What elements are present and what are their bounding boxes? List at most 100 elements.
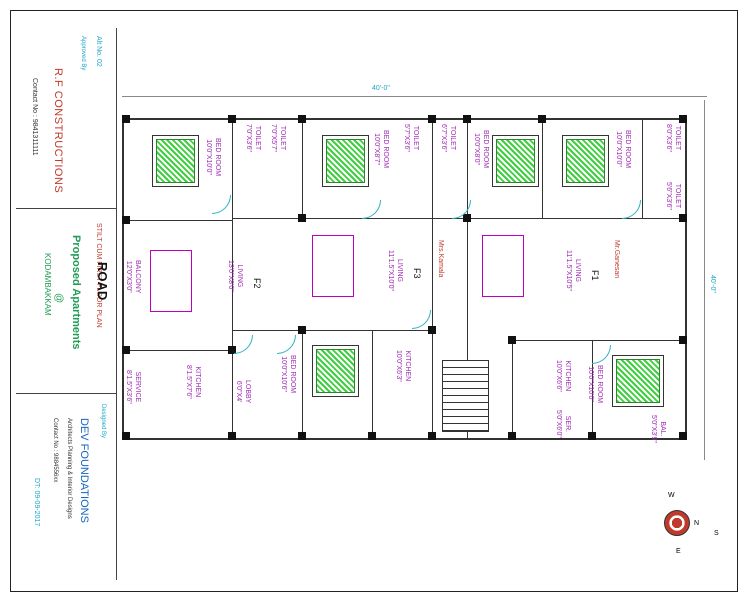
living-furniture bbox=[312, 235, 354, 297]
column bbox=[228, 115, 236, 123]
wall-int-16 bbox=[642, 118, 643, 218]
client-panel: Alt No. 02 Approved By R.F CONSTRUCTIONS… bbox=[16, 28, 116, 209]
column bbox=[679, 214, 687, 222]
column bbox=[298, 115, 306, 123]
wall-int-3 bbox=[232, 118, 233, 438]
at-symbol: @ bbox=[53, 293, 64, 304]
bed bbox=[492, 135, 539, 187]
column bbox=[228, 432, 236, 440]
designer-name: DEV FOUNDATIONS bbox=[78, 418, 90, 523]
door-swing bbox=[362, 200, 381, 219]
bed bbox=[562, 135, 609, 187]
bedspread bbox=[326, 139, 365, 183]
wall-int-5 bbox=[302, 330, 303, 440]
wall-int-6 bbox=[232, 218, 467, 219]
bed bbox=[312, 345, 359, 397]
flat-owner-f3: Mrs.Kamala bbox=[437, 240, 444, 278]
column bbox=[428, 115, 436, 123]
door-swing bbox=[234, 335, 253, 354]
wall-int-12 bbox=[467, 118, 468, 438]
top-dimension: 40'-0" bbox=[372, 85, 390, 92]
door-swing bbox=[592, 345, 611, 364]
title-block: Alt No. 02 Approved By R.F CONSTRUCTIONS… bbox=[16, 28, 117, 580]
staircase bbox=[442, 360, 489, 432]
wall-int-15 bbox=[592, 340, 593, 440]
column bbox=[679, 115, 687, 123]
location: KODAMBAKKAM bbox=[43, 253, 52, 316]
living-furniture bbox=[150, 250, 192, 312]
flat-label-f2: F2 bbox=[252, 278, 262, 289]
flat-label-f1: F1 bbox=[590, 270, 600, 281]
door-swing bbox=[622, 200, 641, 219]
bedspread bbox=[156, 139, 195, 183]
wall-int-10 bbox=[512, 340, 513, 440]
column bbox=[508, 336, 516, 344]
right-dimension-line bbox=[704, 100, 705, 460]
column bbox=[122, 432, 130, 440]
flat-owner-f1: Mr.Ganesan bbox=[613, 240, 620, 279]
column bbox=[463, 115, 471, 123]
client-name: R.F CONSTRUCTIONS bbox=[52, 68, 64, 194]
compass-w: W bbox=[668, 492, 675, 499]
column bbox=[679, 432, 687, 440]
right-dimension: 40'-0" bbox=[709, 275, 716, 293]
door-swing bbox=[277, 335, 296, 354]
road-label: ROAD bbox=[95, 262, 110, 301]
wall-int-7 bbox=[232, 330, 432, 331]
column bbox=[122, 216, 130, 224]
wall-int-14 bbox=[512, 340, 687, 341]
wall-int-4 bbox=[302, 118, 303, 218]
column bbox=[368, 432, 376, 440]
column bbox=[298, 214, 306, 222]
flat-label-f3: F3 bbox=[412, 268, 422, 279]
column bbox=[298, 326, 306, 334]
bedspread bbox=[616, 359, 660, 403]
designed-label: Designed By bbox=[100, 404, 106, 439]
designer-contact: Contact No : 9884556xx bbox=[52, 418, 58, 483]
column bbox=[298, 432, 306, 440]
column bbox=[428, 326, 436, 334]
bed bbox=[612, 355, 664, 407]
approved-label: Approved By bbox=[80, 36, 86, 71]
column bbox=[228, 346, 236, 354]
column bbox=[428, 432, 436, 440]
compass-s: S bbox=[714, 530, 719, 537]
column bbox=[508, 432, 516, 440]
drawing-frame bbox=[10, 10, 738, 592]
wall-int-13 bbox=[542, 118, 543, 218]
living-furniture bbox=[482, 235, 524, 297]
wall-int-9 bbox=[432, 118, 433, 438]
bedspread bbox=[566, 139, 605, 183]
wall-right bbox=[685, 118, 687, 438]
door-swing bbox=[212, 195, 231, 214]
client-contact: Contact No : 9841311111 bbox=[31, 78, 38, 156]
bedspread bbox=[316, 349, 355, 393]
room-ser: SER.5'0"X6'0" bbox=[555, 410, 571, 438]
compass-rose-icon bbox=[664, 510, 690, 536]
wall-int-2 bbox=[122, 350, 232, 351]
project-title: Proposed Apartments bbox=[70, 235, 82, 350]
wall-left bbox=[122, 118, 124, 438]
wall-int-1 bbox=[122, 220, 232, 221]
compass-e: E bbox=[676, 548, 681, 555]
project-panel: STILT CUM FIRST FLOOR PLAN Proposed Apar… bbox=[16, 213, 116, 394]
wall-top bbox=[122, 118, 687, 120]
bed bbox=[322, 135, 369, 187]
column bbox=[122, 346, 130, 354]
wall-bottom bbox=[122, 438, 687, 440]
